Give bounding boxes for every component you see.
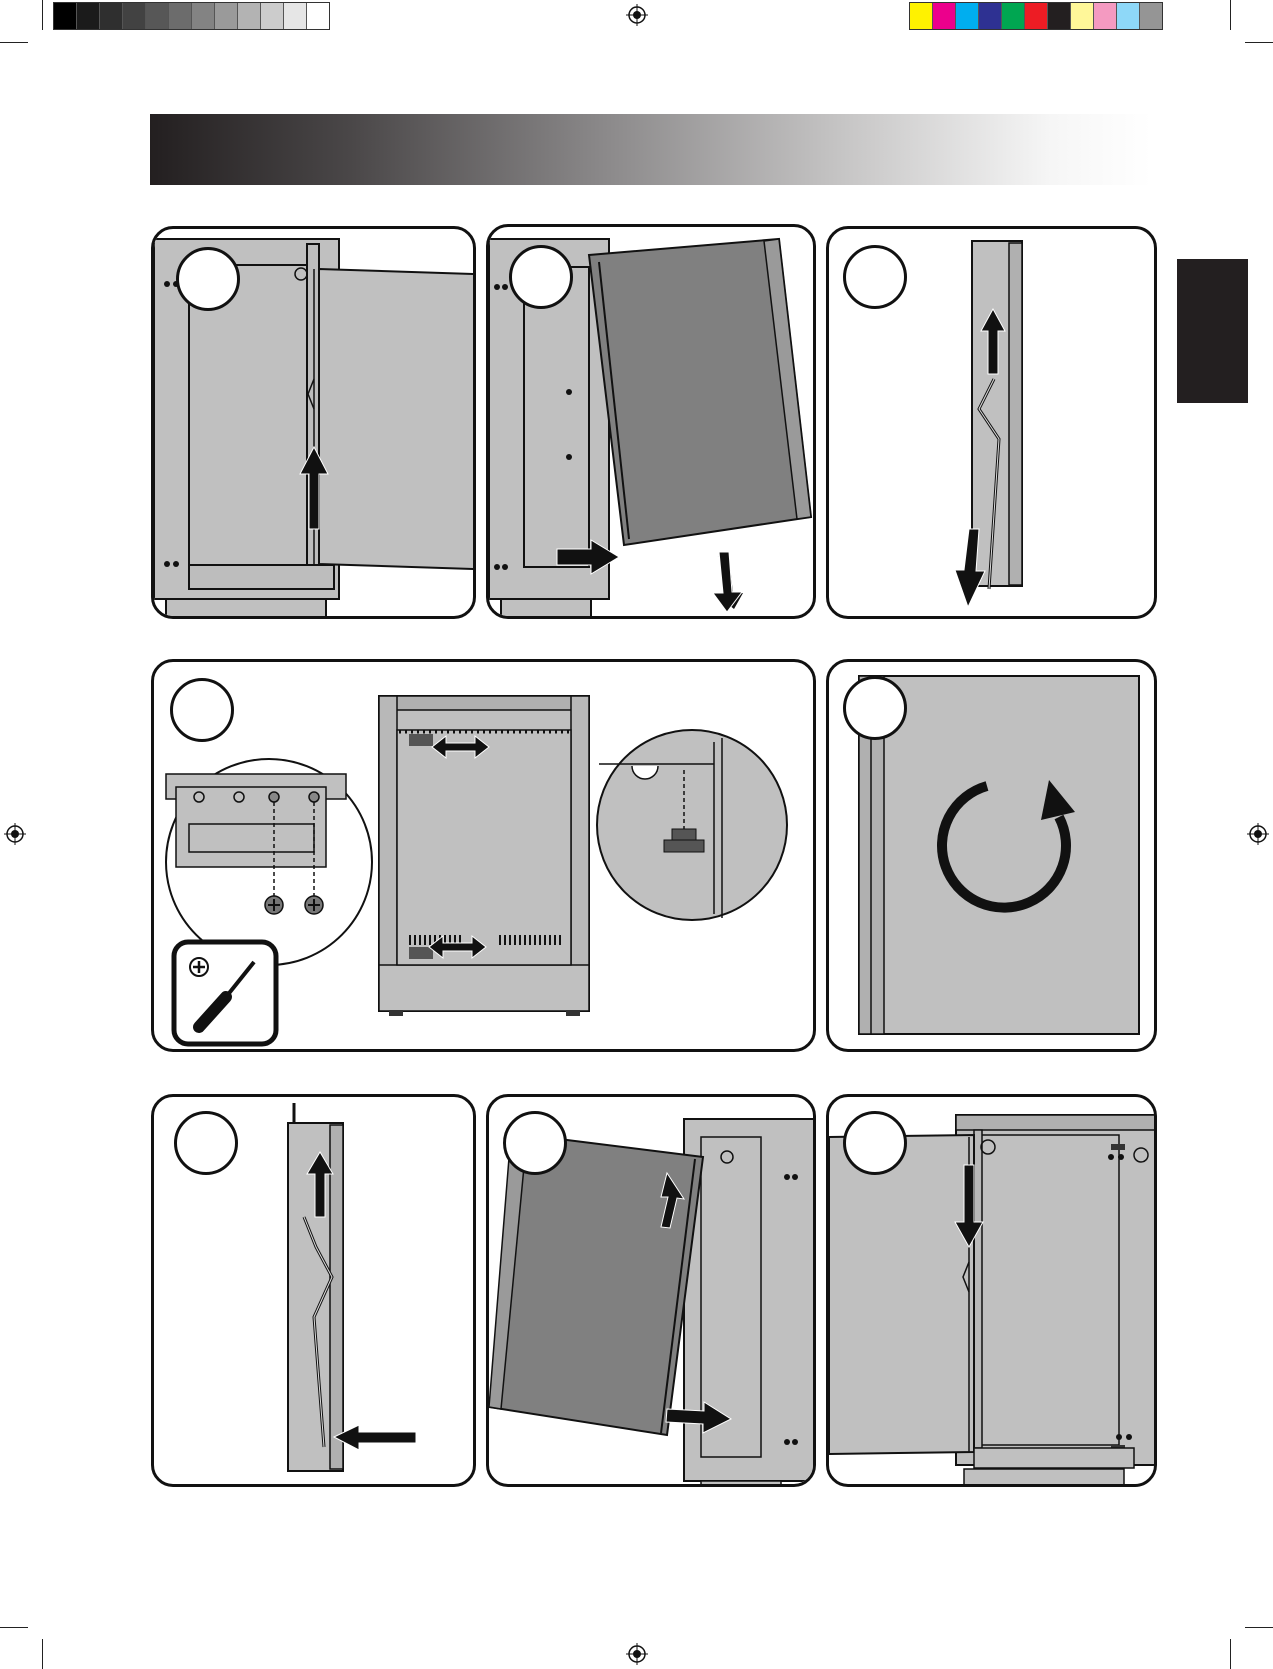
calibration-swatch: [169, 3, 192, 29]
calibration-swatch: [100, 3, 123, 29]
step-2-number-circle: [509, 245, 573, 309]
crop-mark: [1230, 1639, 1231, 1669]
step-1-number-circle: [176, 247, 240, 311]
calibration-swatch: [307, 3, 329, 29]
calibration-swatch: [215, 3, 238, 29]
calibration-swatch: [1071, 3, 1094, 29]
arrow-down-icon: [713, 552, 743, 612]
crop-mark: [1245, 1627, 1273, 1628]
door-panel: [589, 239, 811, 545]
calibration-swatch: [1048, 3, 1071, 29]
calibration-swatch: [54, 3, 77, 29]
crop-mark: [42, 1639, 43, 1669]
calibration-swatch: [979, 3, 1002, 29]
grayscale-calibration-bar: [53, 2, 330, 30]
registration-target-icon: [626, 1643, 648, 1665]
calibration-swatch: [1025, 3, 1048, 29]
registration-target-icon: [4, 823, 26, 845]
step-1-panel: [151, 226, 476, 619]
color-calibration-bar: [909, 2, 1163, 30]
crop-mark: [0, 42, 28, 43]
calibration-swatch: [933, 3, 956, 29]
step-3-number-circle: [843, 245, 907, 309]
crop-mark: [42, 0, 43, 30]
step-5-number-circle: [843, 676, 907, 740]
calibration-swatch: [284, 3, 307, 29]
crop-mark: [1245, 42, 1273, 43]
step-2-panel: [486, 224, 816, 619]
step-4-number-circle: [170, 678, 234, 742]
hinge-pin-zoom-detail: [597, 730, 787, 920]
registration-target-icon: [626, 4, 648, 26]
calibration-swatch: [1094, 3, 1117, 29]
registration-target-icon: [1247, 823, 1269, 845]
step-6-number-circle: [174, 1111, 238, 1175]
step-5-panel: [826, 659, 1157, 1052]
screw-icon: [305, 896, 323, 914]
hinge-bracket-zoom-detail: [166, 759, 372, 965]
step-3-panel: [826, 226, 1157, 619]
crop-mark: [1230, 0, 1231, 30]
calibration-swatch: [1140, 3, 1162, 29]
calibration-swatch: [77, 3, 100, 29]
cabinet-front-view: [379, 696, 589, 1016]
step-8-number-circle: [843, 1111, 907, 1175]
calibration-swatch: [1117, 3, 1140, 29]
step-8-panel: [826, 1094, 1157, 1487]
step-4-panel: [151, 659, 816, 1052]
crop-mark: [0, 1627, 28, 1628]
step-7-number-circle: [503, 1111, 567, 1175]
calibration-swatch: [123, 3, 146, 29]
calibration-swatch: [238, 3, 261, 29]
step-4-illustration: [154, 662, 816, 1052]
phillips-screwdriver-icon: [174, 942, 276, 1044]
calibration-swatch: [1002, 3, 1025, 29]
calibration-swatch: [910, 3, 933, 29]
section-side-tab: [1177, 259, 1248, 403]
calibration-swatch: [146, 3, 169, 29]
screw-icon: [265, 896, 283, 914]
calibration-swatch: [261, 3, 284, 29]
calibration-swatch: [956, 3, 979, 29]
calibration-swatch: [192, 3, 215, 29]
section-header-bar: [150, 114, 1152, 185]
step-6-panel: [151, 1094, 476, 1487]
arrow-left-icon: [334, 1425, 416, 1450]
step-7-panel: [486, 1094, 816, 1487]
